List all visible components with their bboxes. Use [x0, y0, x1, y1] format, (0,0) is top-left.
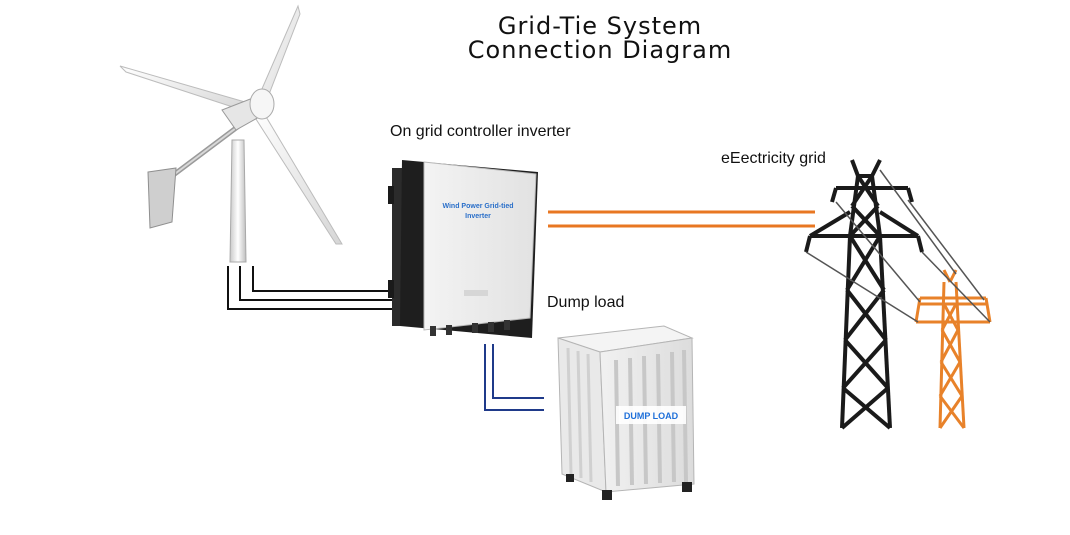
dump-load-wires: [484, 344, 544, 411]
diagram-title-line-2: Connection Diagram: [467, 36, 733, 64]
inverter-label: On grid controller inverter: [390, 123, 571, 140]
inverter-icon: Wind Power Grid-tied Inverter: [388, 160, 538, 338]
grid-label: eEectricity grid: [721, 150, 826, 167]
turbine-wires: [227, 266, 392, 310]
diagram-title-line-1: Grid-Tie System: [497, 12, 703, 40]
dump-load-icon: DUMP LOAD: [557, 325, 695, 500]
inverter-front-label-1: Wind Power Grid-tied: [442, 203, 513, 210]
dump-load-label: Dump load: [547, 294, 625, 311]
wind-turbine-icon: [119, 4, 343, 263]
black-pylon-icon: [804, 159, 924, 430]
grid-wires: [548, 210, 815, 228]
dump-load-box-label: DUMP LOAD: [624, 411, 679, 421]
inverter-front-label-2: Inverter: [465, 213, 491, 220]
pylon-conductors: [805, 169, 991, 323]
orange-pylon-icon: [914, 269, 992, 429]
